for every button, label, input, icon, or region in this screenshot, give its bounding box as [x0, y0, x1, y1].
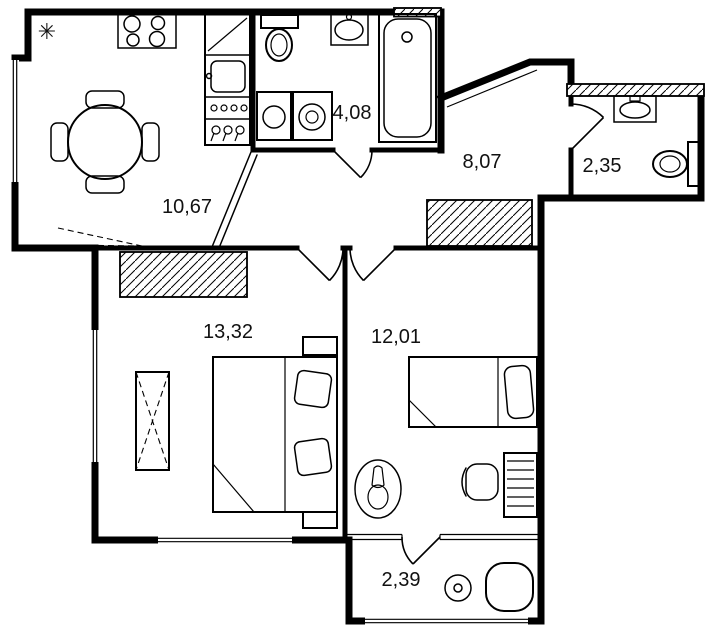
window-kitchen-left: [11, 60, 19, 182]
entrance-threshold: [446, 69, 538, 108]
area-label-bathroom: 4,08: [333, 102, 372, 124]
area-label-bedroom-2: 12,01: [371, 326, 421, 348]
area-label-balcony: 2,39: [382, 569, 421, 591]
kitchen-sink: [205, 60, 246, 93]
wardrobe-hallway: [426, 199, 533, 247]
nightstands: [302, 336, 338, 529]
desk-chair: [461, 463, 499, 501]
window-bedroom-1-left: [91, 330, 99, 462]
wc-sink: [613, 95, 657, 123]
kitchen-knobs: [210, 104, 248, 112]
wardrobe-bedroom-1: [119, 251, 248, 298]
balcony-stool: [444, 574, 472, 602]
dining-table: [67, 104, 143, 180]
door-wc: [570, 103, 605, 151]
interior-walls: [92, 9, 574, 540]
pillow: [503, 364, 535, 420]
svg-text:✳: ✳: [38, 20, 56, 45]
bathtub: [378, 13, 437, 143]
floor-plant-vase: [354, 459, 402, 519]
wc-top-wall-hatch: [566, 83, 705, 97]
kitchen-counter: [204, 13, 251, 146]
window-balcony-glazing: [365, 617, 528, 625]
vent-shaft-hatch-top: [393, 7, 442, 18]
door-bathroom: [332, 149, 373, 179]
kitchen-rack: [210, 125, 245, 142]
wc-toilet: [652, 141, 702, 187]
dresser-mirror: [135, 371, 170, 471]
balcony-pouf: [485, 562, 534, 612]
area-label-hallway: 8,07: [463, 151, 502, 173]
kitchen-ceiling-dashed-line: [57, 227, 143, 247]
area-label-wc: 2,35: [583, 155, 622, 177]
area-label-bedroom-1: 13,32: [203, 321, 253, 343]
kitchen-passage-boundary: [211, 151, 258, 249]
door-bedroom-1: [296, 247, 344, 282]
desk: [503, 452, 538, 518]
dining-chairs: [50, 90, 160, 194]
bathroom-toilet: [260, 14, 299, 62]
refrigerator-icon: ✳: [38, 20, 56, 45]
stove-icon: [117, 13, 177, 49]
area-label-kitchen-living: 10,67: [162, 196, 212, 218]
pillow: [293, 369, 333, 409]
washing-machine: [292, 91, 333, 141]
window-bedroom-1-bottom: [158, 536, 292, 544]
bathroom-sink: [330, 12, 369, 46]
single-bed: [408, 356, 538, 428]
double-bed: [212, 356, 338, 513]
bathroom-cabinet: [256, 91, 292, 141]
balcony-partition: [347, 533, 538, 541]
door-balcony: [401, 536, 441, 565]
pillow: [293, 437, 333, 477]
door-bedroom-2: [349, 247, 397, 282]
